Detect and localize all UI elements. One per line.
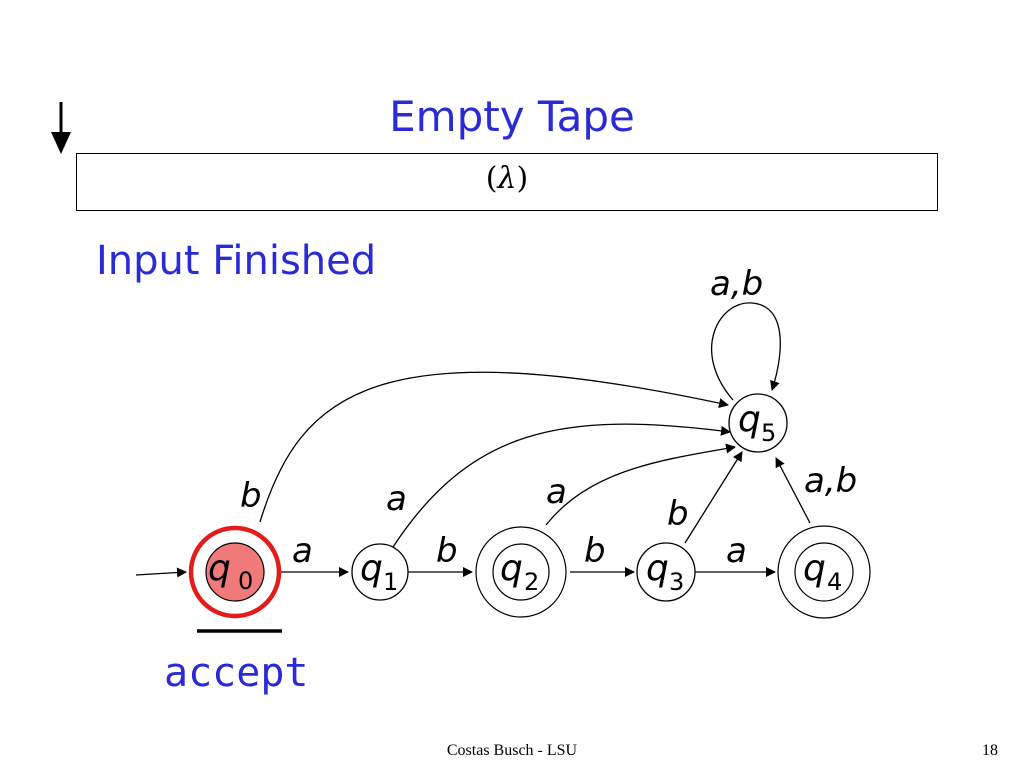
footer-author: Costas Busch - LSU [446,742,578,759]
state-q0-inner [205,542,265,602]
state-q5-sub: 5 [761,419,776,447]
state-q4-sub: 4 [827,568,842,596]
edge-q5-q5-loop [711,302,781,401]
state-q1-letter: q [360,548,383,589]
tape-contents: (λ) [77,154,937,210]
edge-q1-q5 [392,423,731,548]
status-text: Input Finished [96,238,377,284]
state-q2-sub: 2 [524,568,539,596]
state-q4: q 4 [777,525,871,619]
label-q3-q5: b [667,494,689,534]
state-q0-sub: 0 [238,567,253,595]
label-q2-q5: a [546,472,567,512]
edge-q2-q5 [545,443,736,526]
slide-title: Empty Tape [389,92,635,141]
tape-open-paren: ( [485,160,498,196]
state-q5: q 5 [728,393,788,453]
state-q3-letter: q [646,548,669,589]
tape-close-paren: ) [516,160,529,196]
state-q2-letter: q [500,548,523,589]
accept-label: accept [164,650,309,696]
edge-q4-q5 [775,457,811,524]
tape-empty-symbol: λ [497,160,517,196]
label-q3-q4: a [726,531,747,571]
page-number: 18 [982,742,998,759]
label-q0-q5: b [240,476,262,516]
label-q1-q2: b [436,531,458,571]
start-arrow [135,567,187,578]
label-q2-q3: b [584,531,606,571]
tape-head-arrow-icon [51,102,71,154]
input-tape: (λ) [76,153,938,211]
state-q5-letter: q [738,399,761,440]
label-q5-loop: a,b [710,264,763,304]
state-q1-sub: 1 [383,568,398,596]
state-q3-sub: 3 [669,568,684,596]
state-q3: q 3 [636,542,696,602]
label-q4-q5: a,b [804,461,857,501]
label-q0-q1: a [292,531,313,571]
state-q0-letter: q [208,548,231,589]
state-q0: q 0 [188,525,282,619]
state-q1: q 1 [351,543,409,601]
label-q1-q5: a [386,479,407,519]
state-q2: q 2 [475,526,567,618]
edge-q0-q5 [259,371,729,523]
state-q4-letter: q [803,548,826,589]
edge-q3-q5 [684,451,743,544]
